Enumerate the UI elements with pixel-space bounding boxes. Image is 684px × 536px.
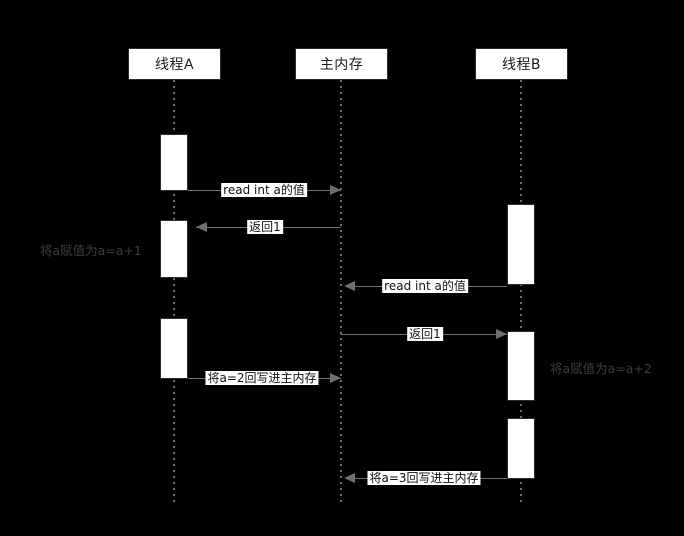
message-label: 返回1 [407,327,443,341]
activation-bar[interactable] [160,220,188,278]
message-arrowhead-right [330,185,341,195]
message-label: read int a的值 [221,183,307,197]
activation-bar[interactable] [160,134,188,191]
participant-box-thread-b[interactable]: 线程B [475,48,568,80]
lifeline-main-memory [340,80,342,505]
message-arrowhead-left [344,281,355,291]
activation-bar[interactable] [507,418,535,479]
activation-bar[interactable] [160,318,188,379]
message-arrowhead-right [496,329,507,339]
message-arrowhead-right [330,373,341,383]
message-label: read int a的值 [382,279,468,293]
note-thread-a-assignment: 将a赋值为a=a+1 [40,243,142,258]
participant-box-thread-a[interactable]: 线程A [128,48,221,80]
message-label: 将a=2回写进主内存 [205,371,319,385]
message-arrowhead-left [196,222,207,232]
participant-label-main-memory: 主内存 [319,57,364,73]
message-arrowhead-left [344,473,355,483]
lifeline-thread-b [520,80,522,505]
message-label: 返回1 [247,220,283,234]
lifeline-thread-a [173,80,175,505]
message-label: 将a=3回写进主内存 [367,471,481,485]
note-thread-b-assignment: 将a赋值为a=a+2 [550,361,652,376]
participant-label-thread-a: 线程A [154,57,195,73]
activation-bar[interactable] [507,204,535,285]
participant-label-thread-b: 线程B [501,57,542,73]
activation-bar[interactable] [507,331,535,401]
participant-box-main-memory[interactable]: 主内存 [295,48,388,80]
